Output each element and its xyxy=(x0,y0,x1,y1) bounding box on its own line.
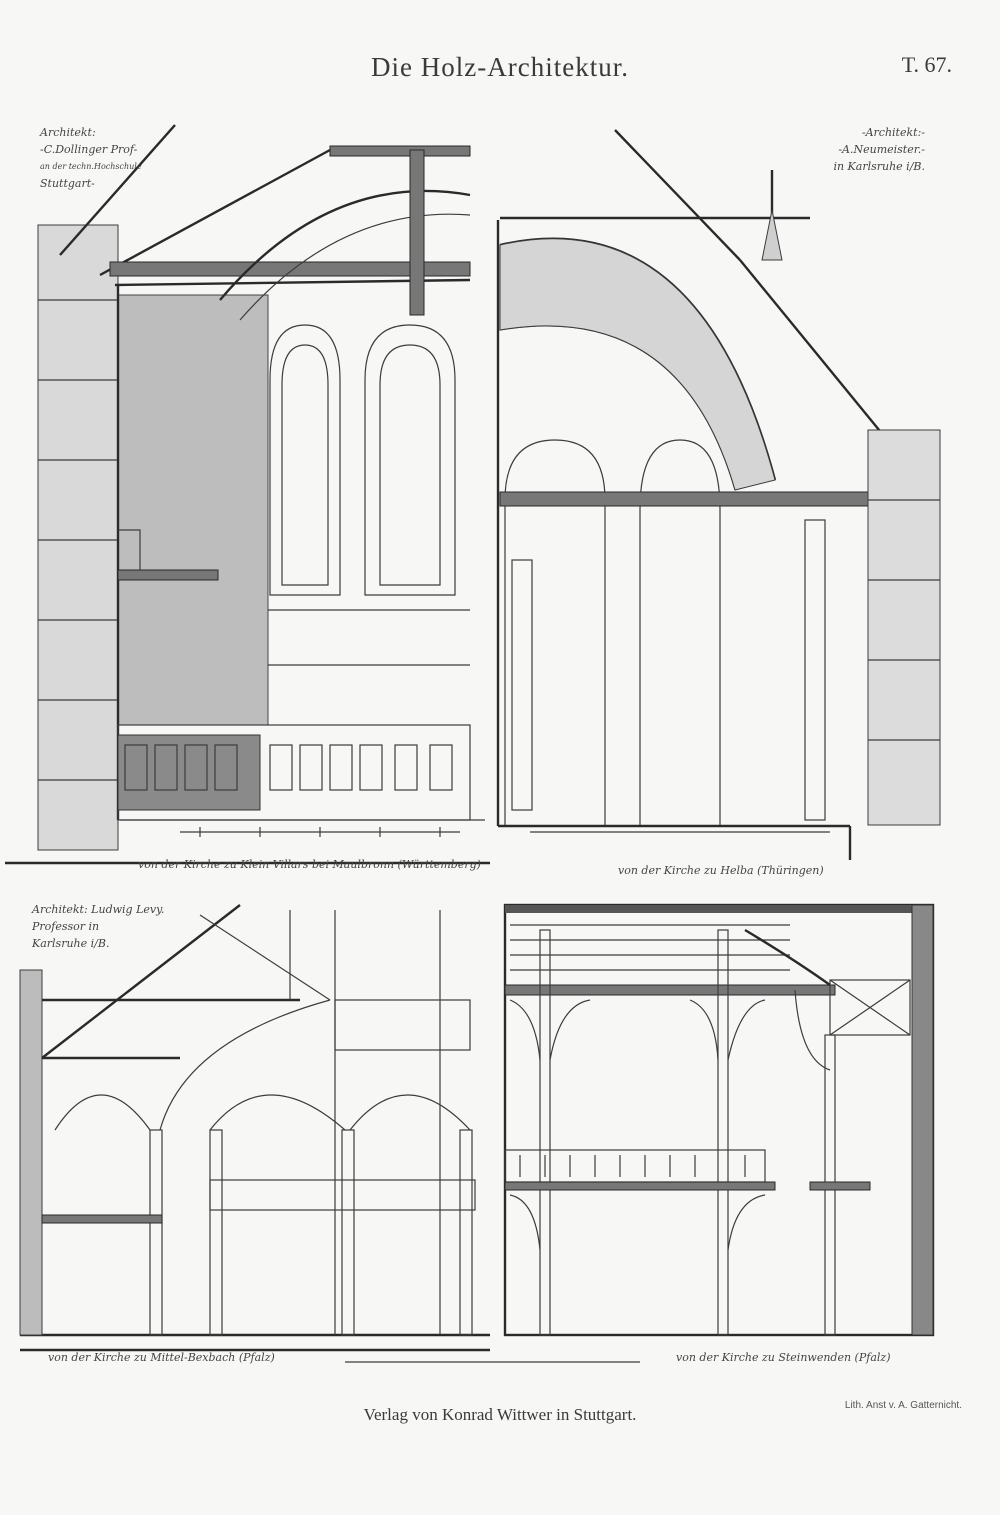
architect-line: Stuttgart- xyxy=(40,177,95,190)
architect-line: -Architekt:- xyxy=(861,126,925,139)
plate-title: Die Holz-Architektur. xyxy=(371,52,629,82)
architect-top-left: Architekt: -C.Dollinger Prof- an der tec… xyxy=(40,124,142,192)
architect-line: Architekt: xyxy=(40,126,96,139)
drawing-bottom-right xyxy=(503,903,935,1337)
plate-number: T. 67. xyxy=(901,52,952,77)
architect-line: -A.Neumeister.- xyxy=(838,143,925,156)
architect-line: Professor in xyxy=(32,920,100,933)
drawing-top-right xyxy=(496,129,941,860)
caption-top-left: von der Kirche zu Klein Villars bei Maul… xyxy=(138,858,481,871)
caption-bottom-right: von der Kirche zu Steinwenden (Pfalz) xyxy=(676,1351,891,1364)
drawing-bottom-left xyxy=(19,904,640,1363)
publisher-line: Verlag von Konrad Wittwer in Stuttgart. xyxy=(363,1405,637,1424)
architect-line: -C.Dollinger Prof- xyxy=(40,143,138,156)
caption-bottom-left: von der Kirche zu Mittel-Bexbach (Pfalz) xyxy=(48,1351,275,1364)
architect-line: Karlsruhe i/B. xyxy=(32,937,110,950)
caption-top-right: von der Kirche zu Helba (Thüringen) xyxy=(618,864,824,877)
lithographer-credit: Lith. Anst v. A. Gatternicht. xyxy=(844,1400,962,1411)
architect-bottom-left: Architekt: Ludwig Levy. Professor in Kar… xyxy=(32,901,164,952)
architect-line: in Karlsruhe i/B. xyxy=(833,160,925,173)
architect-line: Architekt: Ludwig Levy. xyxy=(32,903,165,916)
architect-top-right: -Architekt:- -A.Neumeister.- in Karlsruh… xyxy=(833,124,925,175)
architect-line: an der techn.Hochschule xyxy=(40,162,142,171)
drawing-top-left xyxy=(5,124,490,865)
